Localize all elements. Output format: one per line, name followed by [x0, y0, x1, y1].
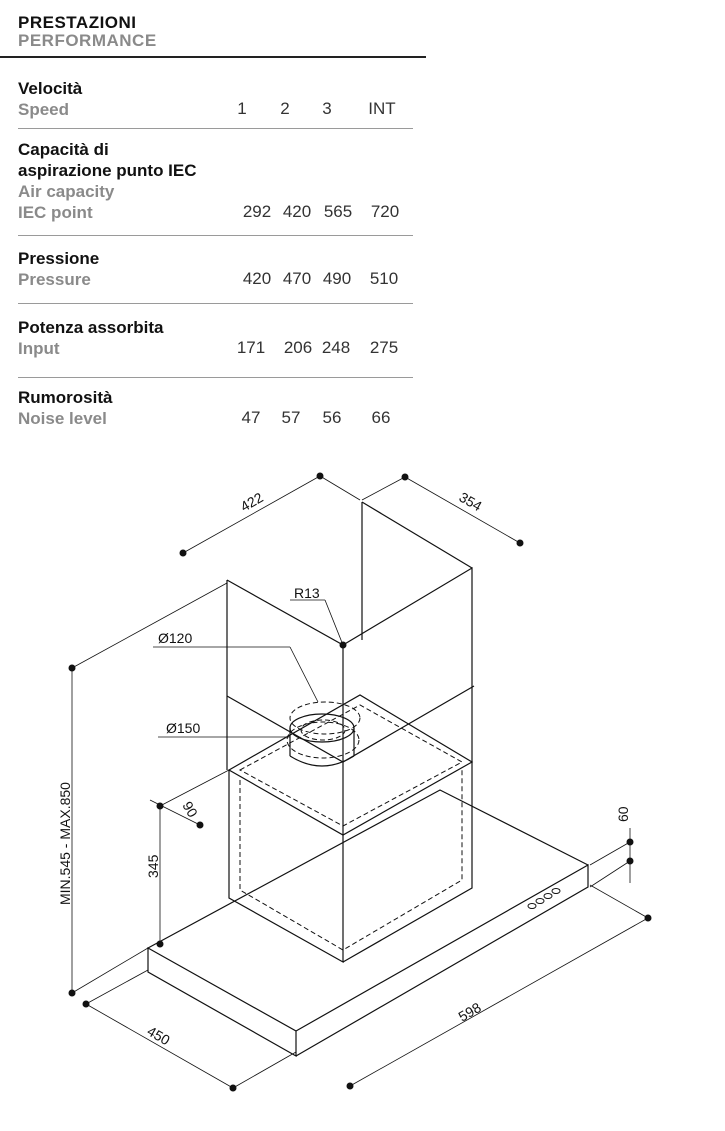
value-input-2: 206: [283, 338, 313, 357]
dim-base-height: 60: [615, 806, 631, 822]
row-label-italian: Pressione: [18, 249, 100, 268]
value-noise-1: 47: [241, 408, 261, 427]
value-air-int: 720: [370, 202, 400, 221]
dimension-endpoints: [68, 472, 652, 1092]
row-label-italian: Velocità: [18, 79, 83, 98]
row-label-english: Pressure: [18, 270, 91, 289]
value-air-2: 420: [282, 202, 312, 221]
hood-outline: [147, 501, 589, 1058]
row-divider: [18, 377, 413, 378]
value-pressure-2: 470: [282, 269, 312, 288]
value-speed-2: 2: [280, 99, 290, 118]
dim-height-range: MIN.545 - MAX.850: [57, 782, 73, 905]
value-input-1: 171: [236, 338, 266, 357]
hidden-lines: [238, 701, 464, 951]
section-title-english: PERFORMANCE: [18, 31, 157, 50]
row-label-english: Input: [18, 339, 60, 358]
row-divider: [18, 235, 413, 236]
row-label-english: Speed: [18, 100, 70, 119]
row-divider: [18, 303, 413, 304]
duct-collar: [289, 713, 355, 767]
value-input-int: 275: [369, 338, 399, 357]
value-air-1: 292: [242, 202, 272, 221]
row-label-english-2: IEC point: [18, 203, 93, 222]
dim-top-depth: 354: [457, 489, 485, 515]
value-input-3: 248: [321, 338, 351, 357]
row-divider: [18, 128, 413, 129]
spec-row-air-capacity: Capacità di aspirazione punto IEC Air ca…: [18, 139, 413, 223]
dim-base-depth: 450: [145, 1023, 173, 1049]
dim-diameter-150: Ø150: [166, 720, 200, 736]
dim-canopy-height: 345: [145, 854, 161, 878]
value-speed-int: INT: [368, 99, 396, 118]
spec-row-noise: Rumorosità Noise level 47 57 56 66: [18, 387, 413, 429]
row-label-italian: Rumorosità: [18, 388, 113, 407]
spec-row-input: Potenza assorbita Input 171 206 248 275: [18, 317, 413, 359]
dim-top-width: 422: [238, 489, 266, 515]
value-noise-int: 66: [371, 408, 391, 427]
dim-base-width: 598: [456, 999, 484, 1025]
spec-row-pressure: Pressione Pressure 420 470 490 510: [18, 248, 413, 290]
value-pressure-1: 420: [242, 269, 272, 288]
section-title-italian: PRESTAZIONI: [18, 13, 137, 32]
control-buttons: [527, 888, 561, 909]
value-noise-3: 56: [322, 408, 342, 427]
value-speed-3: 3: [322, 99, 332, 118]
row-label-italian: Potenza assorbita: [18, 318, 164, 337]
value-air-3: 565: [323, 202, 353, 221]
value-speed-1: 1: [237, 99, 247, 118]
row-label-english: Air capacity: [18, 182, 115, 201]
section-title: PRESTAZIONI PERFORMANCE: [18, 14, 157, 50]
row-label-italian: Capacità di: [18, 140, 109, 159]
dimension-lines: [71, 475, 649, 1089]
value-pressure-int: 510: [369, 269, 399, 288]
value-noise-2: 57: [281, 408, 301, 427]
dim-diameter-120: Ø120: [158, 630, 192, 646]
row-label-italian-2: aspirazione punto IEC: [18, 161, 197, 180]
dim-radius: R13: [294, 585, 320, 601]
spec-row-speed: Velocità Speed 1 2 3 INT: [18, 78, 413, 120]
title-divider: [0, 56, 426, 58]
value-pressure-3: 490: [322, 269, 352, 288]
dim-chimney-gap: 90: [179, 799, 201, 821]
row-label-english: Noise level: [18, 409, 107, 428]
